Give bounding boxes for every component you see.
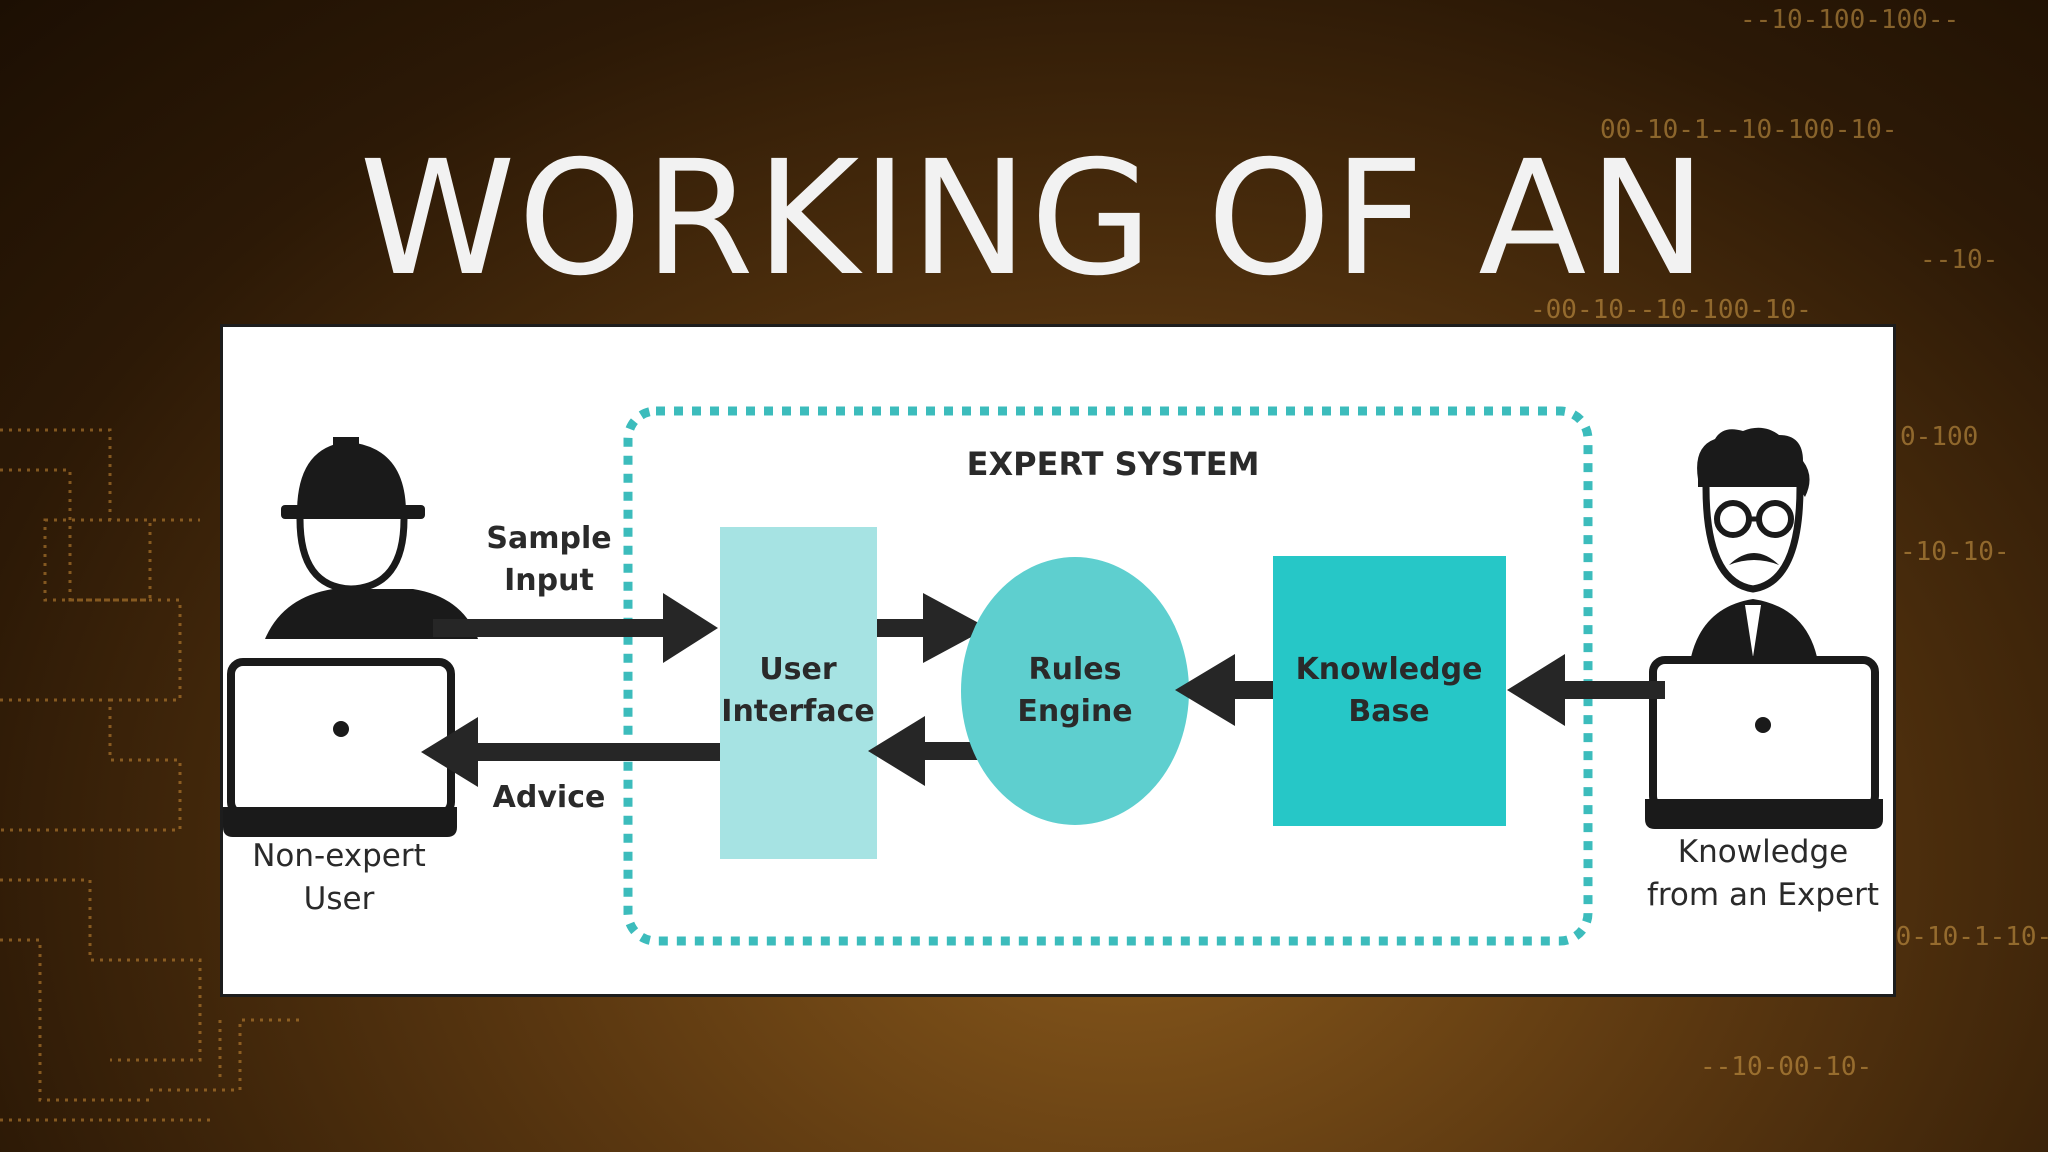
binary-strip-7: --10-00-10- (1700, 1052, 1872, 1082)
ui-to-engine-arrow (877, 593, 988, 663)
kb-to-engine-arrow (1175, 654, 1275, 726)
binary-strip-1: --10-100-100-- (1740, 5, 1959, 35)
user-label-line1: Non-expert (252, 838, 426, 874)
binary-strip-4: -00-10--10-100-10- (1530, 295, 1812, 325)
expert-icon (1645, 427, 1883, 829)
user-label-line2: User (304, 881, 375, 917)
rules-engine-label-line1: Rules (1029, 652, 1122, 687)
expert-system-diagram: EXPERT SYSTEM Non-expert User (223, 327, 1893, 994)
expert-label-line1: Knowledge (1678, 834, 1848, 870)
rules-engine-label-line2: Engine (1017, 694, 1132, 729)
sample-input-label-line2: Input (504, 563, 594, 598)
expert-system-label: EXPERT SYSTEM (967, 445, 1260, 483)
user-interface-box (720, 527, 877, 859)
expert-system-boundary (623, 406, 1593, 946)
non-expert-user-icon (223, 437, 478, 837)
user-interface-label-line2: Interface (721, 694, 874, 729)
binary-strip-2: 00-10-1--10-100-10- (1600, 115, 1897, 145)
sample-input-label-line1: Sample (486, 521, 611, 556)
advice-label: Advice (493, 780, 606, 815)
binary-strip-6: -10-10- (1900, 537, 2010, 567)
knowledge-base-label-line1: Knowledge (1296, 652, 1483, 687)
user-interface-label-line1: User (759, 652, 837, 687)
binary-strip-8: -0-10-1-10- (1880, 922, 2048, 952)
knowledge-base-box (1273, 556, 1506, 826)
binary-strip-3: --10- (1920, 245, 1998, 275)
expert-to-kb-arrow (1507, 654, 1665, 726)
advice-arrow (421, 717, 743, 787)
knowledge-base-label-line2: Base (1348, 694, 1429, 729)
slide-title: WORKING OF AN (359, 127, 1709, 311)
sample-input-arrow (433, 593, 718, 663)
expert-label-line2: from an Expert (1647, 877, 1879, 913)
binary-strip-5: 0-100 (1900, 422, 1978, 452)
rules-engine-ellipse (961, 557, 1189, 825)
